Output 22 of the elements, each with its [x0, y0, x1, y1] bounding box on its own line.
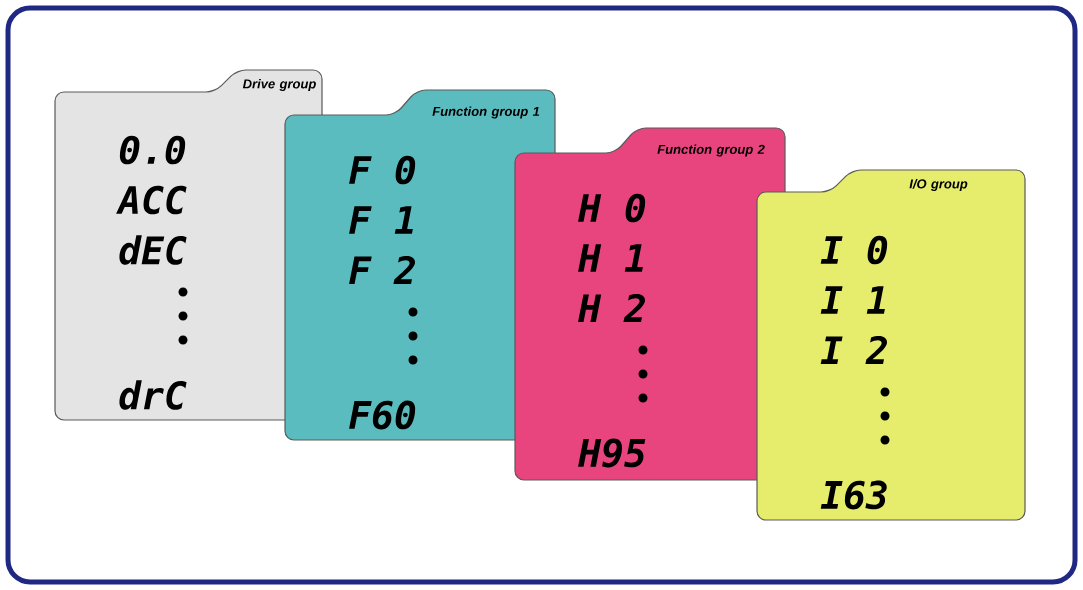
- display-code: H 0: [578, 193, 646, 223]
- display-code: I 2: [820, 335, 887, 365]
- card-heading: I/O group: [909, 178, 968, 192]
- card-heading: Function group 2: [657, 144, 765, 157]
- display-code: 0.0: [119, 135, 186, 165]
- card-heading: Drive group: [242, 78, 316, 92]
- display-code: F 2: [349, 255, 415, 285]
- display-code: H 1: [578, 244, 643, 272]
- group-card: [514, 127, 786, 481]
- display-code: dEC: [119, 235, 187, 265]
- display-code: drC: [119, 380, 187, 410]
- display-code: I 1: [820, 286, 885, 314]
- card-heading: Function group 1: [432, 106, 540, 119]
- display-code: F 1: [349, 206, 413, 234]
- display-code: F 0: [349, 155, 416, 185]
- display-code: H 2: [578, 293, 645, 323]
- display-code: ACC: [116, 185, 187, 215]
- display-code: H95: [578, 438, 646, 468]
- display-code: F60: [349, 400, 416, 430]
- group-card: [756, 169, 1026, 521]
- display-code: I63: [820, 480, 887, 510]
- display-code: I 0: [820, 235, 888, 265]
